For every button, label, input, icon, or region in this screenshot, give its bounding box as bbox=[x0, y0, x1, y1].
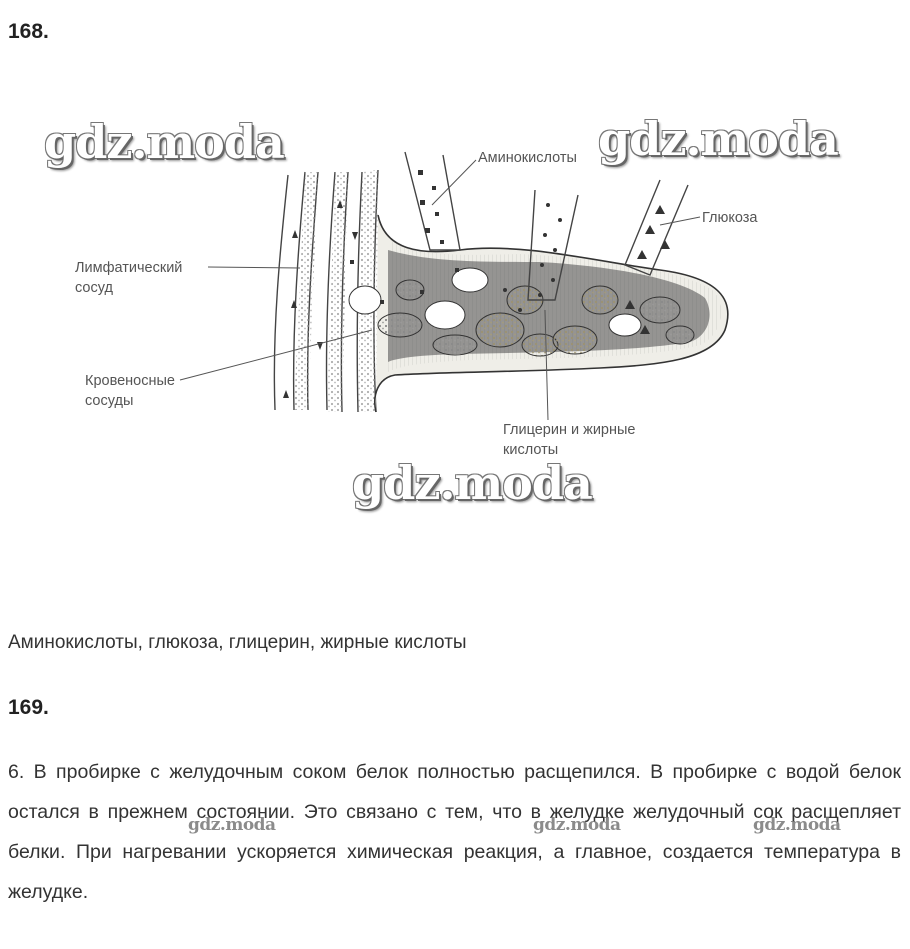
label-blood-vessels-2: сосуды bbox=[85, 393, 133, 409]
leader-lines bbox=[179, 159, 701, 421]
task-169-answer: 6. В пробирке с желудочным соком белок п… bbox=[8, 761, 901, 903]
task-168-number: 168. bbox=[8, 20, 49, 43]
label-glucose: Глюкоза bbox=[702, 210, 758, 226]
watermark-logo: gdz.moda bbox=[44, 115, 285, 169]
watermark-small: gdz.moda bbox=[753, 815, 841, 835]
watermark-logo: gdz.moda bbox=[598, 112, 839, 166]
villus-diagram: Аминокислоты Глюкоза Лимфатический сосуд… bbox=[75, 150, 758, 458]
watermark-small: gdz.moda bbox=[188, 815, 276, 835]
amino-particles bbox=[350, 170, 459, 304]
funnels bbox=[404, 151, 689, 301]
glycerol-particles bbox=[503, 203, 562, 312]
label-glycerol-1: Глицерин и жирные bbox=[503, 422, 636, 438]
glucose-particles bbox=[625, 205, 670, 334]
villus bbox=[348, 214, 729, 413]
label-aminoacids: Аминокислоты bbox=[478, 150, 577, 166]
label-glycerol-2: кислоты bbox=[503, 442, 558, 458]
watermark-logo: gdz.moda bbox=[352, 456, 593, 510]
label-lymph-vessel-1: Лимфатический bbox=[75, 260, 182, 276]
label-blood-vessels-1: Кровеносные bbox=[85, 373, 175, 389]
task-168-answer: Аминокислоты, глюкоза, глицерин, жирные … bbox=[8, 632, 467, 653]
task-169-number: 169. bbox=[8, 696, 49, 719]
label-lymph-vessel-2: сосуд bbox=[75, 280, 113, 296]
watermark-small: gdz.moda bbox=[533, 815, 621, 835]
